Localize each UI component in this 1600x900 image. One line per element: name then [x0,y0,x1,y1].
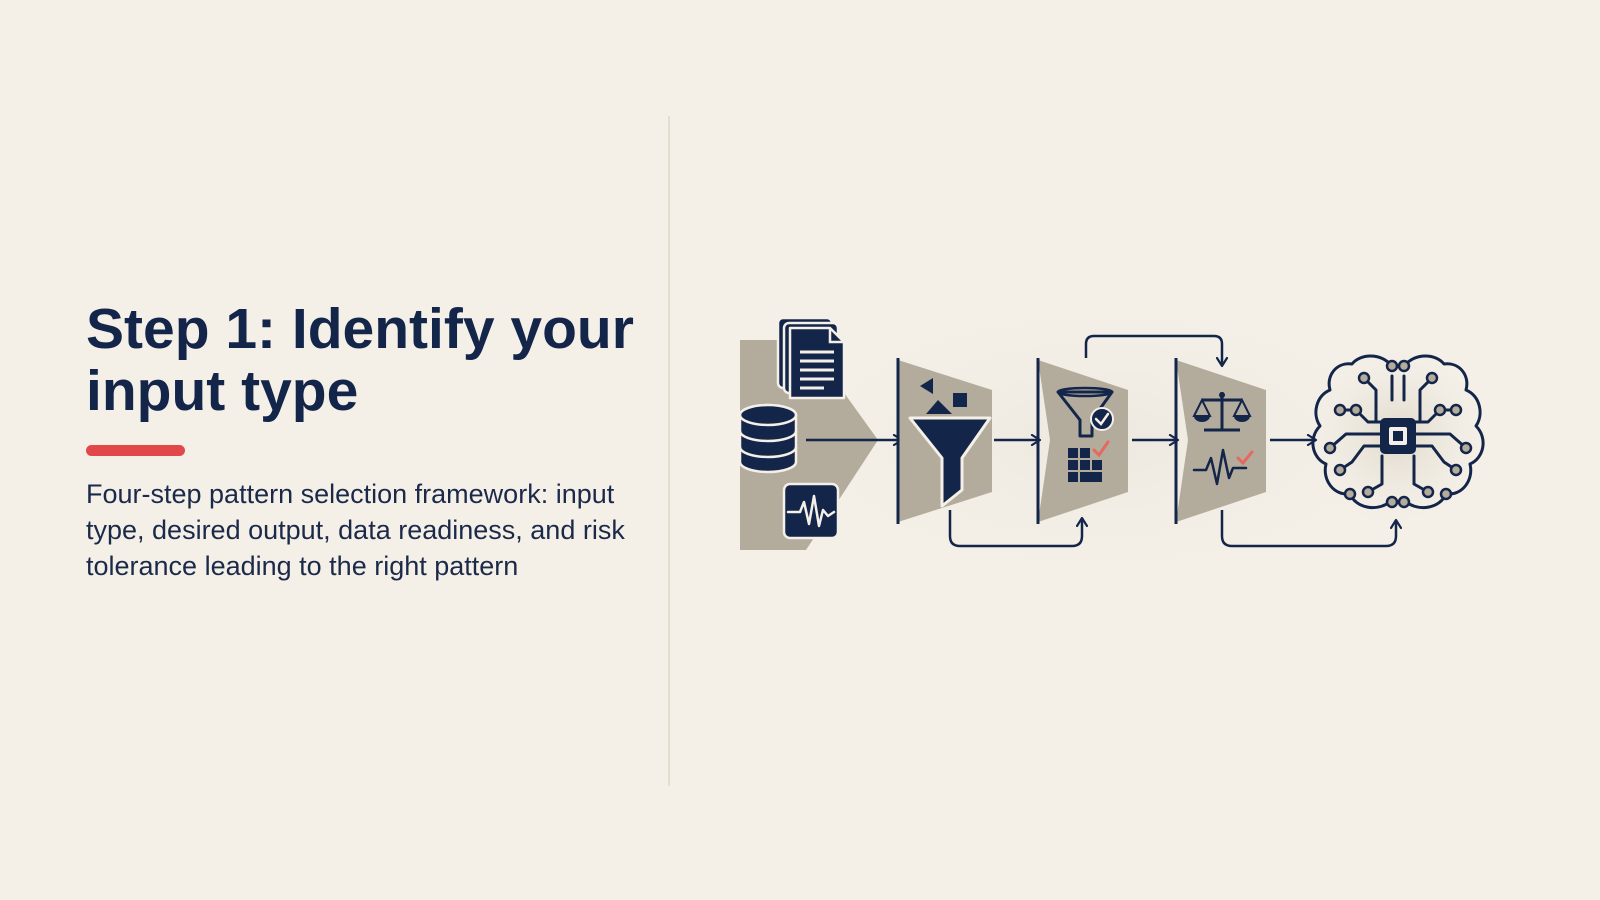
stage-data-readiness [1036,334,1222,524]
pattern-selection-diagram [700,260,1500,620]
grid-check-icon [1068,440,1110,482]
risk-stage-shape [1176,360,1266,522]
waveform-icon [782,482,840,540]
loop-output-to-readiness [948,510,1082,548]
stage-input-sources [738,316,902,550]
chip-icon [1380,418,1416,454]
loop-readiness-to-risk [1084,334,1222,366]
shapes-icon [920,378,967,414]
funnel-icon [908,416,992,508]
column-divider [668,116,670,786]
database-icon [738,403,798,474]
scales-icon [1192,392,1252,432]
brain-nodes [1323,359,1473,509]
title-accent-bar [86,445,185,456]
stage-risk-tolerance [1174,358,1396,548]
filter-check-icon [1056,386,1114,438]
slide-title: Step 1: Identify your input type [86,297,634,423]
pulse-check-icon [1192,448,1254,486]
stage-desired-output [896,358,1082,548]
documents-icon [776,316,846,400]
slide-subtitle: Four-step pattern selection framework: i… [86,479,625,581]
loop-risk-to-pattern [1220,510,1396,548]
